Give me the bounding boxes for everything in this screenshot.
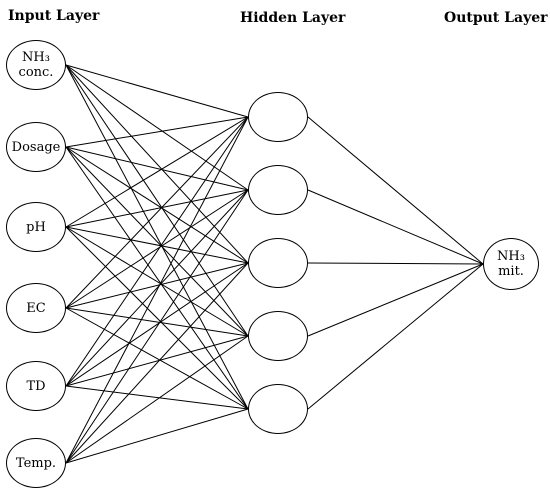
input-hidden-edge xyxy=(65,146,249,191)
hidden-layer-title: Hidden Layer xyxy=(240,10,346,26)
output-node-nh3-mit: NH₃ mit. xyxy=(483,238,539,290)
input-node-label: Temp. xyxy=(15,455,57,471)
input-hidden-edge xyxy=(65,146,249,410)
input-hidden-edge xyxy=(65,262,249,464)
input-node-label: TD xyxy=(26,378,46,394)
input-hidden-edge xyxy=(65,189,249,228)
input-hidden-edge xyxy=(65,226,249,337)
hidden-node xyxy=(248,384,308,434)
input-node-temp: Temp. xyxy=(6,438,66,488)
input-hidden-edge xyxy=(65,262,249,309)
input-hidden-edge xyxy=(65,385,249,410)
output-node-label: NH₃ xyxy=(497,249,525,264)
input-hidden-edge xyxy=(65,335,249,387)
input-hidden-edge xyxy=(65,64,249,118)
input-layer-title: Input Layer xyxy=(8,8,100,24)
hidden-node xyxy=(248,92,308,142)
input-hidden-edge xyxy=(65,116,249,148)
input-node-dosage: Dosage xyxy=(6,122,66,172)
input-hidden-edge xyxy=(65,116,249,228)
input-hidden-edge xyxy=(65,64,249,191)
input-node-nh3-conc: NH₃ conc. xyxy=(6,40,66,90)
input-hidden-edge xyxy=(65,189,249,464)
input-hidden-edge xyxy=(65,189,249,309)
input-node-label: Dosage xyxy=(11,139,61,155)
input-hidden-edge xyxy=(65,226,249,264)
input-hidden-edge xyxy=(65,64,249,337)
hidden-output-edge xyxy=(307,262,484,265)
input-hidden-edge xyxy=(65,146,249,264)
input-hidden-edge xyxy=(65,189,249,387)
hidden-node xyxy=(248,165,308,215)
hidden-output-edge xyxy=(307,116,484,265)
input-hidden-edge xyxy=(65,116,249,309)
output-layer-title: Output Layer xyxy=(444,10,548,26)
input-node-td: TD xyxy=(6,361,66,411)
hidden-node xyxy=(248,238,308,288)
input-hidden-edge xyxy=(65,226,249,410)
input-hidden-edge xyxy=(65,262,249,387)
input-node-ph: pH xyxy=(6,202,66,252)
input-node-ec: EC xyxy=(6,283,66,333)
input-hidden-edge xyxy=(65,307,249,337)
input-hidden-edge xyxy=(65,116,249,387)
input-hidden-edge xyxy=(65,307,249,410)
hidden-node xyxy=(248,311,308,361)
input-hidden-edge xyxy=(65,146,249,337)
input-node-label: conc. xyxy=(18,65,54,80)
input-node-label: pH xyxy=(26,219,46,235)
input-node-label: EC xyxy=(26,300,46,316)
input-hidden-edge xyxy=(65,116,249,464)
hidden-output-edge xyxy=(307,189,484,265)
input-hidden-edge xyxy=(65,408,249,464)
input-hidden-edge xyxy=(65,64,249,410)
input-node-label: NH₃ xyxy=(22,50,50,65)
hidden-output-edge xyxy=(307,263,484,410)
hidden-output-edge xyxy=(307,263,484,337)
input-hidden-edge xyxy=(65,335,249,464)
input-hidden-edge xyxy=(65,64,249,264)
output-node-label: mit. xyxy=(498,264,524,279)
